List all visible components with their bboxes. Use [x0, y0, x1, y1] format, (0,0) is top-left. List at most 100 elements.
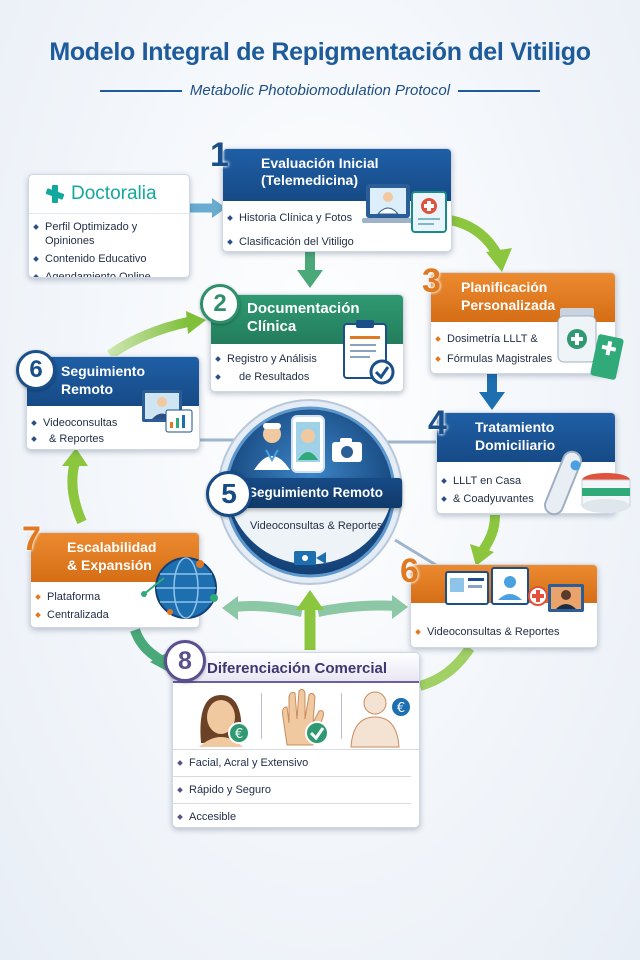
- step-5-title: Seguimiento Remoto: [248, 485, 384, 500]
- laptop-doctor-icon: [362, 184, 414, 223]
- doctoralia-card: Doctoralia Perfil Optimizado y Opiniones…: [28, 174, 190, 278]
- step-8-card: Diferenciación Comercial € € Facial, Acr…: [172, 652, 420, 828]
- video-chat-icon: [142, 390, 193, 433]
- step-8-title: Diferenciación Comercial: [207, 660, 388, 677]
- face-euro-icon: €: [199, 695, 250, 747]
- video-camera-icon: [294, 551, 326, 565]
- step-2-number: 2: [200, 284, 240, 324]
- doctoralia-item: Perfil Optimizado y Opiniones: [29, 220, 189, 248]
- step-8-item: Rápido y Seguro: [173, 783, 411, 804]
- step-2-title: Documentación: [247, 300, 360, 317]
- arrow-4-to-6: [477, 514, 500, 555]
- arrow-8-to-center-head: [296, 590, 324, 610]
- step-8-item: Facial, Acral y Extensivo: [173, 756, 411, 777]
- doctoralia-logo: Doctoralia: [29, 175, 189, 214]
- subtitle-rule-right: [458, 89, 540, 92]
- body-euro-icon: €: [350, 691, 412, 748]
- icon-divider: [261, 693, 262, 739]
- arrow-1-to-3-head: [486, 248, 512, 272]
- globe-network-icon: [141, 557, 218, 619]
- step-6-left-title: Seguimiento: [61, 363, 146, 379]
- step-4-title: Tratamiento: [475, 419, 555, 435]
- step-1-title: Evaluación Inicial: [261, 155, 379, 171]
- subtitle-row: Metabolic Photobiomodulation Protocol: [100, 82, 540, 99]
- step-1-item: Historia Clínica y Fotos: [223, 211, 451, 225]
- connector-center-6r: [394, 538, 437, 567]
- svg-text:€: €: [235, 727, 243, 742]
- hand-check-icon: [282, 688, 329, 746]
- step-6-right-item: Videoconsultas & Reportes: [411, 625, 597, 639]
- step-1-title-2: (Telemedicina): [261, 172, 358, 188]
- step-3-title-2: Personalizada: [461, 297, 556, 313]
- arrow-1-to-3: [448, 215, 503, 259]
- step-7-number: 7: [22, 520, 41, 558]
- arrow-7-to-6-head: [62, 448, 88, 466]
- step-8-icon-row: € €: [173, 683, 419, 750]
- medical-document-icon: [411, 191, 447, 233]
- step-5-list: Videoconsultas & Reportes: [236, 520, 383, 532]
- step-6-left-item: Videoconsultas: [27, 416, 199, 430]
- arrow-3-to-4-head: [479, 392, 505, 410]
- arrow-1-to-2-head: [297, 270, 323, 288]
- step-8-number: 8: [164, 640, 206, 682]
- icon-divider: [341, 693, 342, 739]
- laser-device-icon: [544, 450, 582, 516]
- step-4-header: Tratamiento Domiciliario: [437, 413, 615, 462]
- cream-jar-icon: [581, 473, 631, 513]
- doctoralia-cross-icon: [45, 185, 65, 203]
- step-4-item: LLLT en Casa: [437, 474, 615, 488]
- step-7-item: Plataforma: [31, 590, 199, 604]
- doctoralia-item: Agendamiento Online: [29, 270, 189, 277]
- step-7-item: Centralizada: [31, 608, 199, 622]
- step-2-item: Registro y Análisis: [211, 352, 403, 366]
- page-subtitle: Metabolic Photobiomodulation Protocol: [189, 82, 451, 99]
- arrow-4-to-6-head: [470, 544, 494, 566]
- page-title: Modelo Integral de Repigmentación del Vi…: [49, 38, 591, 66]
- video-chat-icon-right: [548, 584, 584, 612]
- step-7-title: Escalabilidad: [67, 539, 157, 555]
- step-1-item: Clasificación del Vitiligo: [223, 235, 451, 249]
- arrow-6-to-2-head: [186, 311, 206, 334]
- step-5-number: 5: [206, 471, 252, 517]
- step-3-item: Dosimetría LLLT &: [431, 332, 615, 346]
- step-3-item: Fórmulas Magistrales: [431, 352, 615, 366]
- step-2-title-2: Clínica: [247, 318, 297, 335]
- step-3-number: 3: [422, 262, 441, 300]
- medicine-bottle-icon: [557, 308, 597, 363]
- step-4-title-2: Domiciliario: [475, 437, 556, 453]
- phone-video-icon: [291, 415, 325, 473]
- step-2-item-cont: de Resultados: [211, 370, 403, 384]
- svg-text:€: €: [397, 701, 405, 716]
- camera-icon: [332, 438, 362, 462]
- clipboard-check-icon: [343, 320, 395, 385]
- step-4-item: & Coadyuvantes: [437, 492, 615, 506]
- subtitle-rule-left: [100, 89, 182, 92]
- step-3-title: Planificación: [461, 279, 548, 295]
- doctoralia-item: Contenido Educativo: [29, 252, 189, 266]
- step-1-number: 1: [210, 136, 229, 174]
- step-6-left-card: Seguimiento Remoto Videoconsultas & Repo…: [26, 356, 200, 450]
- step-8-header: Diferenciación Comercial: [173, 653, 419, 683]
- step-8-item: Accesible: [173, 810, 419, 824]
- step-6-left-number: 6: [16, 350, 56, 390]
- doctoralia-logo-text: Doctoralia: [71, 183, 157, 204]
- arrow-center-to-6r: [316, 600, 397, 617]
- step-6-left-item-cont: & Reportes: [27, 432, 199, 446]
- step-4-number: 4: [428, 404, 447, 442]
- cream-tube-icon: [590, 334, 624, 380]
- step-6-right-number: 6: [400, 552, 419, 590]
- arrow-center-to-7-head: [222, 596, 238, 620]
- step-3-header: Planificación Personalizada: [431, 273, 615, 322]
- step-2-header: Documentación Clínica: [211, 295, 403, 344]
- arrow-6-to-8: [418, 645, 475, 691]
- arrow-center-to-6r-head: [392, 595, 408, 619]
- id-card-icon: [445, 567, 548, 606]
- arrow-doctoralia-to-1-head: [212, 198, 226, 218]
- step-5-item: Videoconsultas & Reportes: [250, 520, 383, 532]
- step-7-title-2: & Expansión: [67, 557, 152, 573]
- arrow-6-to-2: [107, 317, 190, 360]
- step-6-left-title-2: Remoto: [61, 381, 114, 397]
- doctor-icon: [254, 423, 290, 470]
- arrow-7-to-6: [67, 460, 87, 525]
- arrow-center-to-7: [233, 600, 304, 617]
